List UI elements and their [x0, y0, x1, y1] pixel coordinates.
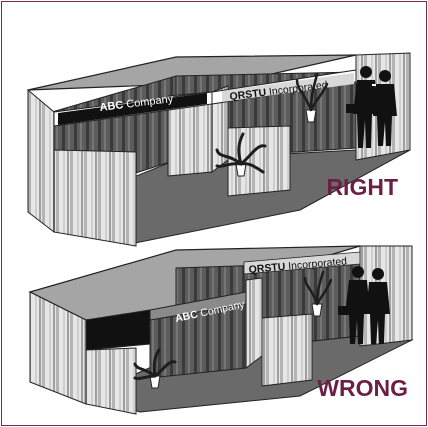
bottom-divider: [246, 278, 262, 368]
top-left-pillar: [28, 90, 54, 232]
caption-right: RIGHT: [326, 174, 398, 200]
top-left-lowwall: [54, 150, 136, 246]
bottom-left-lowwall: [86, 348, 136, 414]
wrong-example: ABC Company QRSTU Incorporated WRONG: [30, 246, 412, 414]
bottom-right-lowwall: [262, 314, 312, 386]
right-example: ABC Company QRSTU Incorporated RIGHT: [28, 53, 410, 246]
caption-wrong: WRONG: [317, 375, 408, 401]
